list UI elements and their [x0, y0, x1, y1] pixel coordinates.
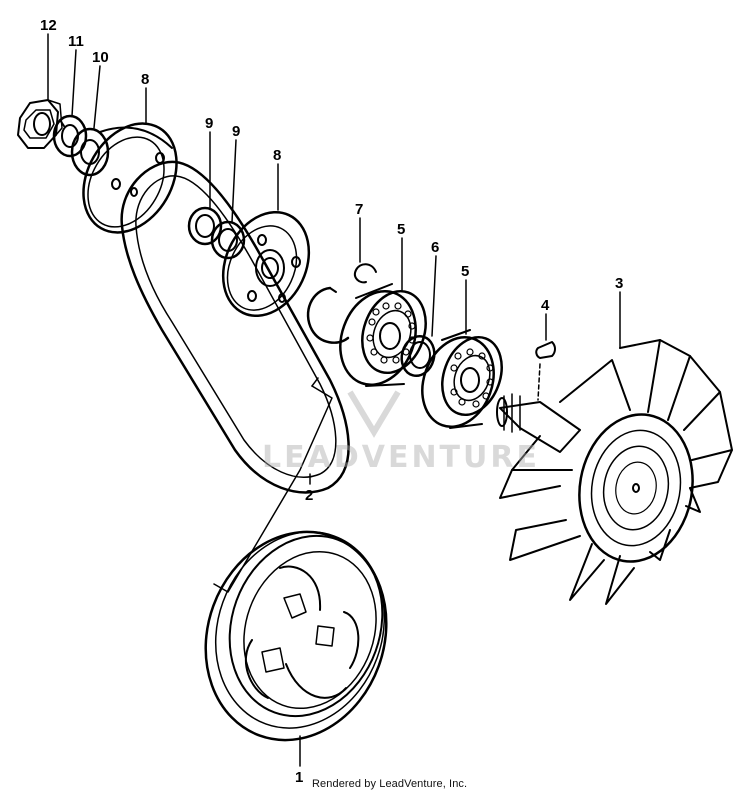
callout-5-right: 5	[461, 263, 469, 280]
part-8-pulley-half-inner	[221, 210, 311, 318]
part-5-bearing-left	[339, 283, 427, 387]
callout-6: 6	[431, 239, 439, 256]
credit-text: Rendered by LeadVenture, Inc.	[312, 778, 468, 790]
callout-8-center: 8	[273, 147, 281, 164]
callout-9-left: 9	[205, 115, 213, 132]
callout-12: 12	[40, 17, 57, 34]
part-7-snap-ring-large	[306, 286, 350, 344]
callout-8-upper: 8	[141, 71, 149, 88]
callout-3: 3	[615, 275, 623, 292]
watermark-text: LEADVENTURE	[262, 440, 540, 475]
part-4-key	[535, 341, 556, 359]
callout-9-right: 9	[232, 123, 240, 140]
callout-labels: 12 11 10 8 9 9 8 7 5 6 5 4 3 2 1	[40, 17, 623, 786]
watermark-logo	[347, 390, 401, 438]
part-6-spacer	[400, 334, 436, 378]
part-8-pulley-half-outer	[82, 122, 178, 234]
part-10-washer	[70, 127, 110, 177]
part-2-v-belt	[120, 160, 350, 494]
part-7-snap-ring-small	[354, 263, 377, 284]
callout-10: 10	[92, 49, 109, 66]
callout-5-left: 5	[397, 221, 405, 238]
callout-4: 4	[541, 297, 550, 314]
callout-1: 1	[295, 769, 303, 786]
callout-11: 11	[68, 33, 84, 50]
part-1-drive-pulley	[204, 530, 388, 742]
leader-lines	[47, 33, 621, 767]
part-9-spacer-a	[187, 206, 223, 246]
callout-7: 7	[355, 201, 363, 218]
part-3-fan	[496, 339, 733, 605]
part-5-bearing-right	[421, 329, 503, 429]
callout-2: 2	[305, 487, 313, 504]
part-12-nut	[17, 99, 63, 149]
